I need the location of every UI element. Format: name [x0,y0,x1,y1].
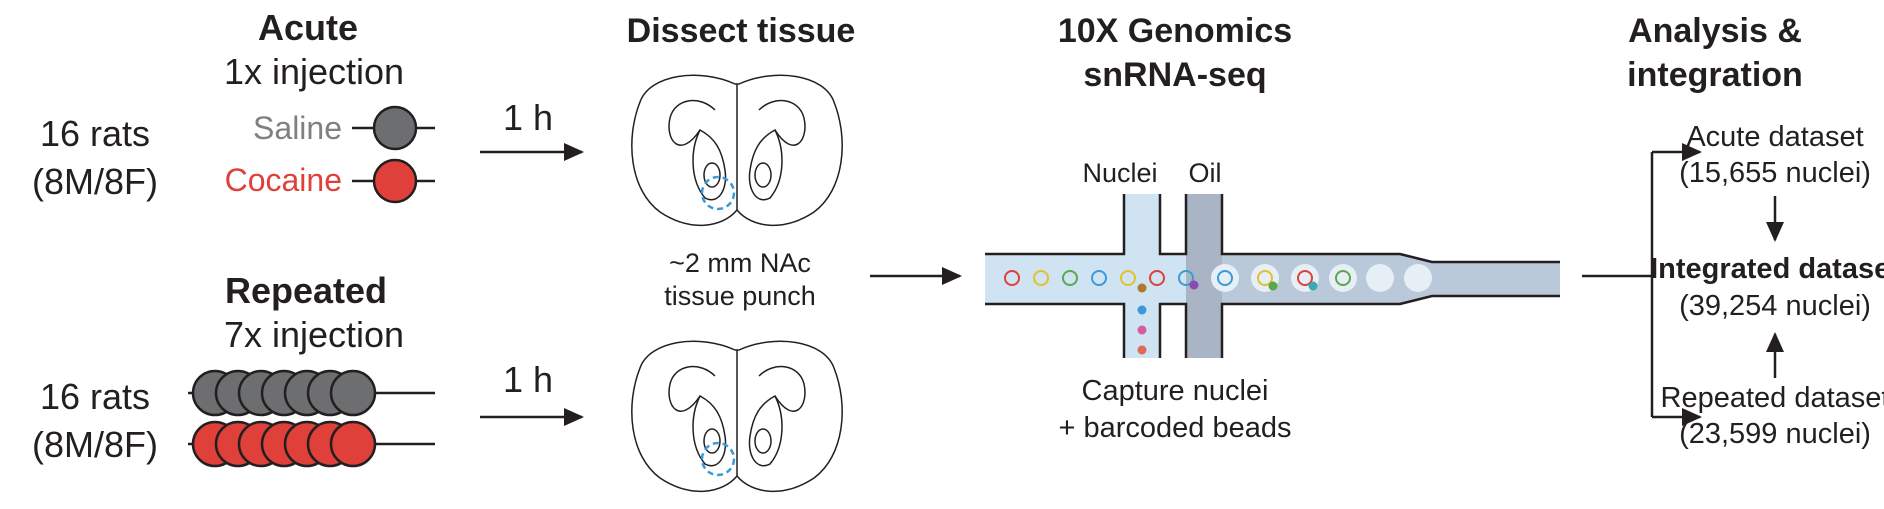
droplet [1329,264,1357,292]
integrated-dataset-label: Integrated dataset [1650,253,1884,285]
cocaine-label: Cocaine [225,162,342,198]
punch-label-line1: ~2 mm NAc [669,248,811,278]
acute-group: Acute 1x injection 16 rats (8M/8F) Salin… [32,7,435,204]
repeated-sex: (8M/8F) [32,424,158,465]
nucleus-dot [1137,345,1147,355]
punch-label-line2: tissue punch [664,281,816,311]
repeated-saline-injection-circle [329,369,377,417]
repeated-cocaine-injections [191,420,377,468]
genomics-title-line2: snRNA-seq [1083,56,1266,94]
acute-sex: (8M/8F) [32,161,158,202]
nac-punch-marker-bottom [700,441,736,477]
saline-injection-circle [372,105,418,151]
droplet [1404,264,1432,292]
droplet [1211,264,1239,292]
nucleus-dot [1308,281,1318,291]
nuclei-label: Nuclei [1082,158,1157,188]
barcoded-bead [1257,270,1273,286]
acute-subtitle: 1x injection [224,51,404,92]
timing-top-label: 1 h [503,97,553,138]
genomics-caption-line2: + barcoded beads [1059,412,1292,444]
barcoded-bead [1149,270,1165,286]
acute-dataset-label: Acute dataset [1686,121,1863,153]
repeated-saline-injections [191,369,377,417]
genomics-section: 10X Genomics snRNA-seq Nuclei Oil [985,12,1560,444]
dissect-section: Dissect tissue ~2 mm NAc tissue punch [627,12,962,492]
acute-dataset-count: (15,655 nuclei) [1679,157,1871,189]
saline-label: Saline [253,110,342,146]
nucleus-dot [1189,280,1199,290]
repeated-cocaine-injection-circle [329,420,377,468]
analysis-title-line2: integration [1627,56,1803,94]
brain-slice-top [631,74,843,226]
barcoded-bead [1033,270,1049,286]
analysis-title-line1: Analysis & [1628,12,1802,50]
droplet [1366,264,1394,292]
timing-arrows: 1 h 1 h [480,97,584,426]
barcoded-bead [1062,270,1078,286]
barcoded-bead [1120,270,1136,286]
analysis-section: Analysis & integration Acute dataset (15… [1582,12,1884,450]
brain-slice-bottom [631,340,843,492]
nucleus-dot [1268,281,1278,291]
nucleus-dot [1137,325,1147,335]
repeated-dataset-label: Repeated dataset [1661,382,1884,414]
microfluidic-chip [985,194,1560,358]
oil-label: Oil [1189,158,1222,188]
barcoded-bead [1217,270,1233,286]
genomics-title-line1: 10X Genomics [1058,12,1292,50]
integrated-dataset-count: (39,254 nuclei) [1679,290,1871,322]
dissect-title: Dissect tissue [627,12,856,50]
branch-connector [1582,143,1702,426]
nucleus-dot [1137,305,1147,315]
nucleus-dot [1137,283,1147,293]
repeated-group: Repeated 7x injection 16 rats (8M/8F) [32,270,435,468]
cocaine-injection-circle [372,158,418,204]
barcoded-bead [1297,270,1313,286]
nac-punch-marker-top [700,175,736,211]
timing-bottom-label: 1 h [503,359,553,400]
repeated-subtitle: 7x injection [224,314,404,355]
acute-title: Acute [258,7,358,48]
acute-rats: 16 rats [40,113,150,154]
barcoded-bead [1091,270,1107,286]
barcoded-bead [1004,270,1020,286]
genomics-caption-line1: Capture nuclei [1082,375,1269,407]
repeated-dataset-count: (23,599 nuclei) [1679,418,1871,450]
barcoded-bead [1335,270,1351,286]
barcoded-bead [1178,270,1194,286]
repeated-title: Repeated [225,270,387,311]
repeated-rats: 16 rats [40,376,150,417]
